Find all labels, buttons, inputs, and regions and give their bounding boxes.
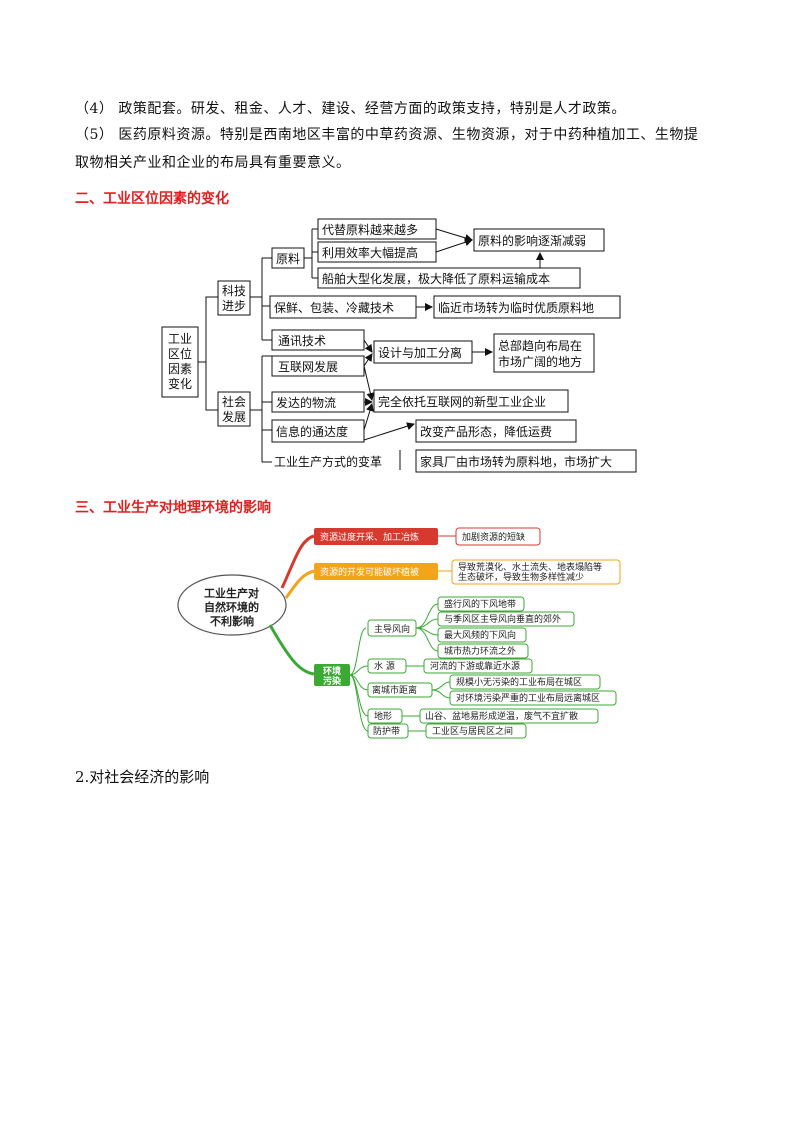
internet-label: 互联网发展 xyxy=(278,359,338,374)
info-label: 信息的通达度 xyxy=(276,424,348,439)
center-line-1: 工业生产对 xyxy=(204,586,259,600)
root-line-1: 工业 xyxy=(168,332,192,346)
root-line-4: 变化 xyxy=(168,376,192,391)
rm-item-1: 代替原料越来越多 xyxy=(322,223,418,237)
distance-leaf-1: 规模小无污染的工业布局在城区 xyxy=(456,676,582,688)
preservation-result: 临近市场转为临时优质原料地 xyxy=(438,300,594,315)
new-enterprise-label: 完全依托互联网的新型工业企业 xyxy=(378,394,546,409)
terrain-leaf: 山谷、盆地易形成逆温，废气不宜扩散 xyxy=(425,710,578,722)
orange-branch-label: 资源的开发可能破坏植被 xyxy=(320,566,419,578)
root-line-2: 区位 xyxy=(168,346,192,361)
social-line-2: 发展 xyxy=(222,409,246,424)
distance-leaf-2: 对环境污染严重的工业布局远离城区 xyxy=(456,692,600,704)
social-line-1: 社会 xyxy=(222,394,246,409)
market-result-1: 总部趋向布局在 xyxy=(498,338,582,353)
wind-leaf-3: 最大风频的下风向 xyxy=(444,629,516,641)
center-line-2: 自然环境的 xyxy=(204,600,259,614)
red-branch-label: 资源过度开采、加工冶炼 xyxy=(320,531,419,543)
belt-label: 防护带 xyxy=(373,725,400,737)
green-branch-line-1: 环境 xyxy=(323,665,341,677)
furniture-label: 家具厂由市场转为原料地，市场扩大 xyxy=(420,454,612,469)
center-node xyxy=(177,574,287,636)
section-title-env-impact: 三、工业生产对地理环境的影响 xyxy=(75,500,271,516)
section-title-factor-change: 二、工业区位因素的变化 xyxy=(75,191,229,207)
product-change-label: 改变产品形态，降低运费 xyxy=(420,424,552,439)
paragraph-medicine-line2: 取物相关产业和企业的布局具有重要意义。 xyxy=(75,155,351,171)
tech-box xyxy=(217,280,251,316)
rm-result: 原料的影响逐渐减弱 xyxy=(478,233,586,248)
logistics-label: 发达的物流 xyxy=(276,395,336,410)
wind-leaf-2: 与季风区主导风向垂直的郊外 xyxy=(444,613,561,625)
subsection-title-social-economic: 2.对社会经济的影响 xyxy=(75,768,210,786)
water-leaf: 河流的下游或靠近水源 xyxy=(430,660,520,672)
water-label: 水 源 xyxy=(374,660,395,672)
orange-leaf-line-2: 生态破坏，导致生物多样性减少 xyxy=(458,571,584,583)
market-result-2: 市场广阔的地方 xyxy=(498,354,582,369)
center-line-3: 不利影响 xyxy=(210,614,254,628)
terrain-label: 地形 xyxy=(374,710,392,722)
root-line-3: 因素 xyxy=(168,362,192,376)
rm-item-2: 利用效率大幅提高 xyxy=(322,245,418,260)
comm-label: 通讯技术 xyxy=(278,334,326,348)
paragraph-policy: （4） 政策配套。研发、租金、人才、建设、经营方面的政策支持，特别是人才政策。 xyxy=(75,101,626,117)
red-leaf-label: 加剧资源的短缺 xyxy=(462,531,525,543)
wind-leaf-1: 盛行风的下风地带 xyxy=(444,598,516,610)
social-box xyxy=(217,391,251,427)
preservation-label: 保鲜、包装、冷藏技术 xyxy=(274,301,394,315)
design-sep-label: 设计与加工分离 xyxy=(378,345,462,360)
wind-leaf-4: 城市热力环流之外 xyxy=(444,645,516,657)
rm-item-3: 船舶大型化发展，极大降低了原料运输成本 xyxy=(322,271,550,286)
tech-line-1: 科技 xyxy=(222,284,246,298)
raw-material-label: 原料 xyxy=(276,252,300,266)
paragraph-medicine-line1: （5） 医药原料资源。特别是西南地区丰富的中草药资源、生物资源，对于中药种植加工… xyxy=(75,127,699,143)
wind-label: 主导风向 xyxy=(374,623,410,635)
prod-method-label: 工业生产方式的变革 xyxy=(274,454,382,469)
belt-leaf: 工业区与居民区之间 xyxy=(432,725,513,737)
green-branch-line-2: 污染 xyxy=(323,675,342,687)
tech-line-2: 进步 xyxy=(222,299,246,313)
distance-label: 离城市距离 xyxy=(372,684,417,696)
orange-leaf-line-1: 导致荒漠化、水土流失、地表塌陷等 xyxy=(458,561,602,573)
